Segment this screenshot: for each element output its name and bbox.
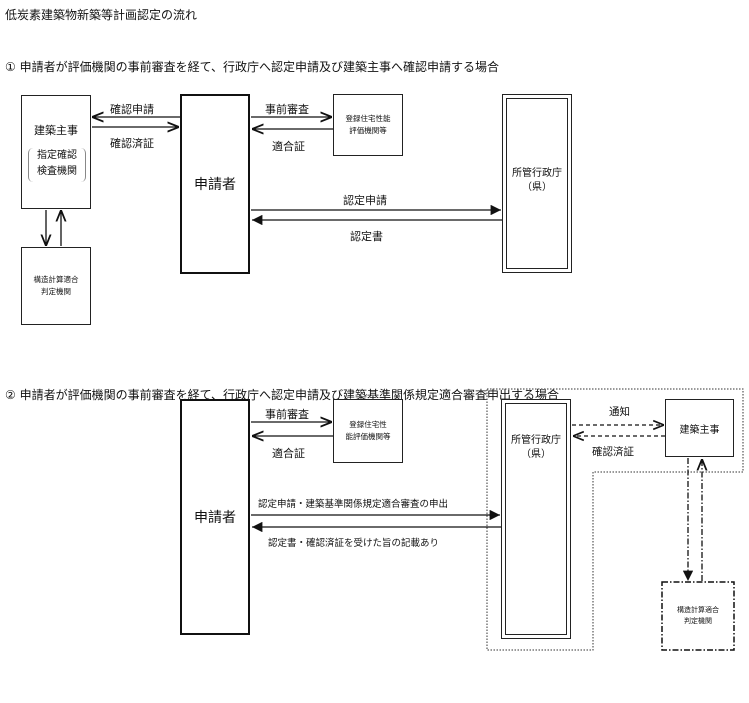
section1-heading: ① 申請者が評価機関の事前審査を経て、行政庁へ認定申請及び建築主事へ確認申請する… <box>5 60 499 74</box>
s1-shinseisha-box: 申請者 <box>180 94 250 274</box>
page-title: 低炭素建築物新築等計画認定の流れ <box>5 8 198 22</box>
s1-kenchiku-shuji-box: 建築主事 指定確認 検査機関 <box>21 95 91 209</box>
s2-edge-nintei-moushide: 認定申請・建築基準関係規定適合審査の申出 <box>258 499 449 510</box>
s2-hyoka-line1: 登録住宅性 <box>349 420 387 429</box>
s2-kozo-keisan-box: 構造計算適合 判定機関 <box>662 582 734 650</box>
s1-gyoseicho-label: 所管行政庁 （県） <box>503 167 571 195</box>
s2-edge-nintei-sho-kisai: 認定書・確認済証を受けた旨の記載あり <box>268 538 440 549</box>
s2-edge-tekigo-sho: 適合証 <box>272 447 305 460</box>
s2-kozo-line2: 判定機関 <box>684 617 712 625</box>
s2-gyoseicho-box: 所管行政庁 （県） <box>501 399 571 639</box>
s2-kozo-dashdot-border <box>661 581 735 651</box>
s1-edge-tekigo-sho: 適合証 <box>272 140 305 153</box>
s1-edge-kakunin-shinsei: 確認申請 <box>110 103 154 116</box>
s1-gyoseicho-box: 所管行政庁 （県） <box>502 94 572 273</box>
s1-kozo-line2: 判定機関 <box>41 287 71 296</box>
s1-shitei-kakunin-bracket: 指定確認 検査機関 <box>28 148 86 182</box>
s1-kenchiku-shuji-label: 建築主事 <box>34 124 78 137</box>
s2-gyoseicho-line2: （県） <box>521 449 551 460</box>
s2-gyoseicho-label: 所管行政庁 （県） <box>502 434 570 462</box>
section2-heading: ② 申請者が評価機関の事前審査を経て、行政庁へ認定申請及び建築基準関係規定適合審… <box>5 388 559 402</box>
s1-gyoseicho-inner-border <box>506 98 568 269</box>
s1-shitei-kakunin-line1: 指定確認 <box>37 150 77 161</box>
s2-hyoka-kikan-box: 登録住宅性 能評価機関等 <box>333 399 403 463</box>
s2-gyoseicho-line1: 所管行政庁 <box>511 435 561 446</box>
s2-shinseisha-label: 申請者 <box>194 510 236 526</box>
s1-gyoseicho-line2: （県） <box>522 182 552 193</box>
s1-hyoka-line2: 評価機関等 <box>349 126 387 135</box>
s1-edge-jizen-shinsa: 事前審査 <box>265 103 309 116</box>
s1-hyoka-line1: 登録住宅性能 <box>345 114 391 123</box>
s1-gyoseicho-line1: 所管行政庁 <box>512 168 562 179</box>
s1-kozo-keisan-box: 構造計算適合 判定機関 <box>21 247 91 325</box>
s2-edge-jizen-shinsa: 事前審査 <box>265 408 309 421</box>
s2-kenchiku-shuji-box: 建築主事 <box>665 399 734 457</box>
s1-shinseisha-label: 申請者 <box>194 177 236 193</box>
s2-kozo-line1: 構造計算適合 <box>677 606 719 614</box>
s2-shinseisha-box: 申請者 <box>180 399 250 635</box>
s2-gyoseicho-inner-border <box>505 403 567 635</box>
s1-hyoka-kikan-box: 登録住宅性能 評価機関等 <box>333 94 403 156</box>
s1-kozo-line1: 構造計算適合 <box>33 275 79 284</box>
s2-edge-kakunin-zumisho: 確認済証 <box>592 446 634 458</box>
s1-edge-kakunin-zumisho: 確認済証 <box>110 137 154 150</box>
s2-kenchiku-shuji-label: 建築主事 <box>679 424 720 436</box>
s1-edge-nintei-shinsei: 認定申請 <box>343 194 387 207</box>
s2-dotted-enclosure <box>486 388 744 651</box>
s1-shitei-kakunin-line2: 検査機関 <box>37 166 77 177</box>
s2-edge-tsuchi: 通知 <box>609 406 630 418</box>
s1-edge-nintei-sho: 認定書 <box>350 230 383 243</box>
s2-hyoka-line2: 能評価機関等 <box>345 432 391 441</box>
